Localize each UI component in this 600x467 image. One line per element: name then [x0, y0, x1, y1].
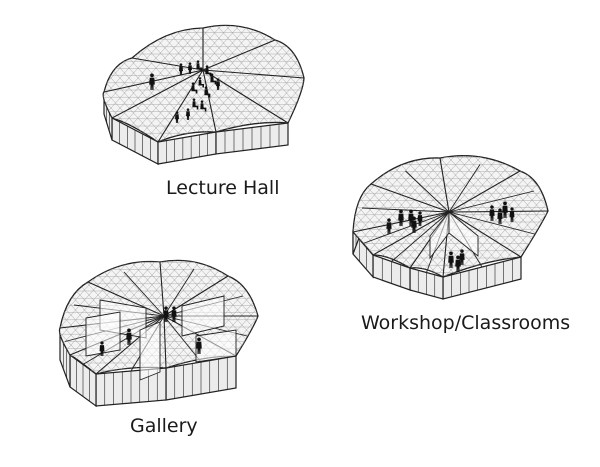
- partition-panel: [140, 322, 160, 380]
- lecture-hall-pavilion: [0, 18, 600, 164]
- workshop-classrooms-caption: Workshop/Classrooms: [361, 314, 570, 333]
- lecture-hall-caption: Lecture Hall: [166, 179, 280, 198]
- partition-panel: [196, 330, 236, 362]
- gallery-caption: Gallery: [130, 417, 198, 436]
